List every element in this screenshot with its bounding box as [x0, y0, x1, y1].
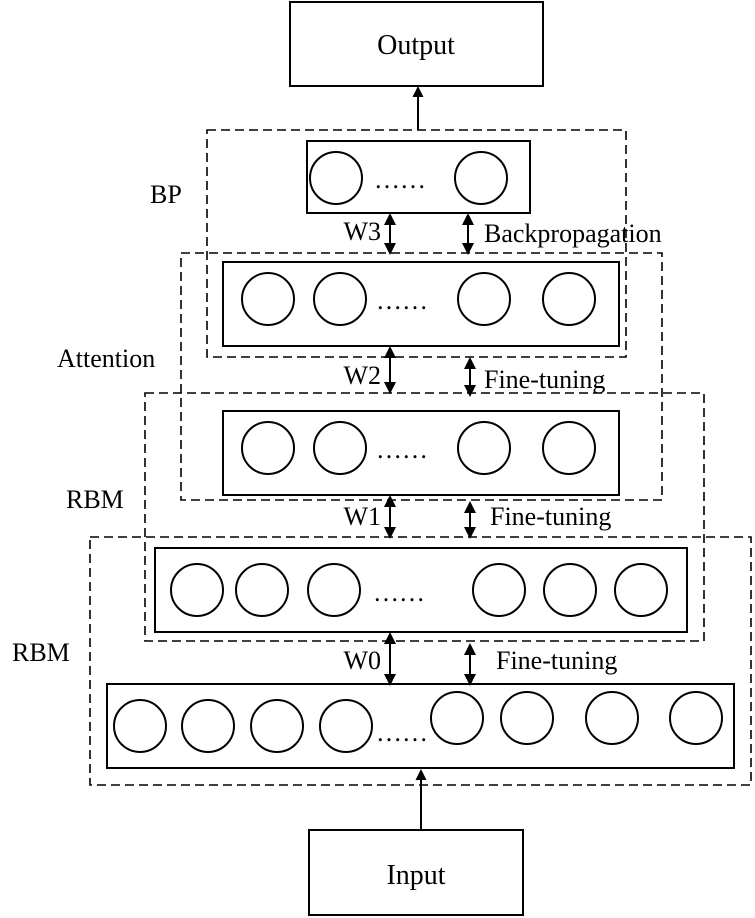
neuron-node [309, 151, 363, 205]
connection-label-w1: Fine-tuning [490, 502, 611, 531]
attention-region [180, 252, 663, 501]
neuron-node [307, 563, 361, 617]
input-label: Input [386, 860, 445, 891]
attention-region-label: Attention [57, 344, 155, 373]
layer-ellipsis: …… [373, 578, 425, 607]
neuron-node [585, 691, 639, 745]
layer-ellipsis: …… [376, 286, 428, 315]
layer-visible: …… [106, 683, 735, 769]
double-arrow [384, 213, 396, 255]
bp-region [206, 129, 627, 358]
weight-label-w1: W1 [343, 502, 381, 531]
neuron-node [454, 151, 508, 205]
input-box [308, 829, 524, 916]
double-arrow [464, 501, 476, 539]
neuron-node [457, 272, 511, 326]
neuron-node [313, 421, 367, 475]
layer-rbm-upper: …… [222, 410, 620, 496]
connection-label-w0: Fine-tuning [496, 646, 617, 675]
weight-label-w3: W3 [343, 217, 381, 246]
neuron-node [235, 563, 289, 617]
neuron-node [241, 421, 295, 475]
neuron-node [241, 272, 295, 326]
neuron-node [542, 272, 596, 326]
rbm-upper-region-label: RBM [66, 485, 124, 514]
connection-w1: W1 Fine-tuning [343, 495, 611, 539]
input-arrow [415, 769, 427, 830]
weight-label-w0: W0 [343, 646, 381, 675]
rbm-lower-region-label: RBM [12, 638, 70, 667]
neuron-node [430, 691, 484, 745]
double-arrow [464, 643, 476, 686]
double-arrow [464, 357, 476, 397]
neuron-node [113, 699, 167, 753]
neuron-node [181, 699, 235, 753]
neuron-node [250, 699, 304, 753]
neuron-node [614, 563, 668, 617]
neuron-node [500, 691, 554, 745]
layer-ellipsis: …… [376, 718, 428, 747]
connection-label-w2: Fine-tuning [484, 365, 605, 394]
layer-ellipsis: …… [376, 435, 428, 464]
layer-attention: …… [222, 261, 620, 347]
layer-ellipsis: …… [374, 165, 426, 194]
input-block: Input [308, 829, 524, 916]
neuron-node [669, 691, 723, 745]
output-label: Output [377, 30, 455, 61]
neuron-node [457, 421, 511, 475]
connection-w2: W2 Fine-tuning [343, 346, 605, 397]
layer-box [306, 140, 531, 214]
neuron-node [542, 421, 596, 475]
neuron-node [319, 699, 373, 753]
layer-box [222, 410, 620, 496]
neuron-node [313, 272, 367, 326]
layer-bp: …… [306, 140, 531, 214]
connection-label-w3: Backpropagation [484, 219, 662, 248]
output-block: Output [289, 1, 544, 87]
bp-region-label: BP [150, 180, 182, 209]
layer-box [106, 683, 735, 769]
double-arrow [384, 346, 396, 394]
connection-w3: W3 Backpropagation [343, 213, 662, 255]
layer-rbm-hidden: …… [154, 547, 688, 633]
double-arrow [384, 495, 396, 539]
double-arrow [462, 213, 474, 255]
layer-box [222, 261, 620, 347]
neuron-node [170, 563, 224, 617]
weight-label-w2: W2 [343, 361, 381, 390]
rbm-upper-region [144, 392, 705, 642]
layer-box [154, 547, 688, 633]
neuron-node [543, 563, 597, 617]
connection-w0: W0 Fine-tuning [343, 632, 617, 686]
neuron-node [472, 563, 526, 617]
output-arrow [412, 86, 424, 130]
double-arrow [384, 632, 396, 686]
output-box [289, 1, 544, 87]
